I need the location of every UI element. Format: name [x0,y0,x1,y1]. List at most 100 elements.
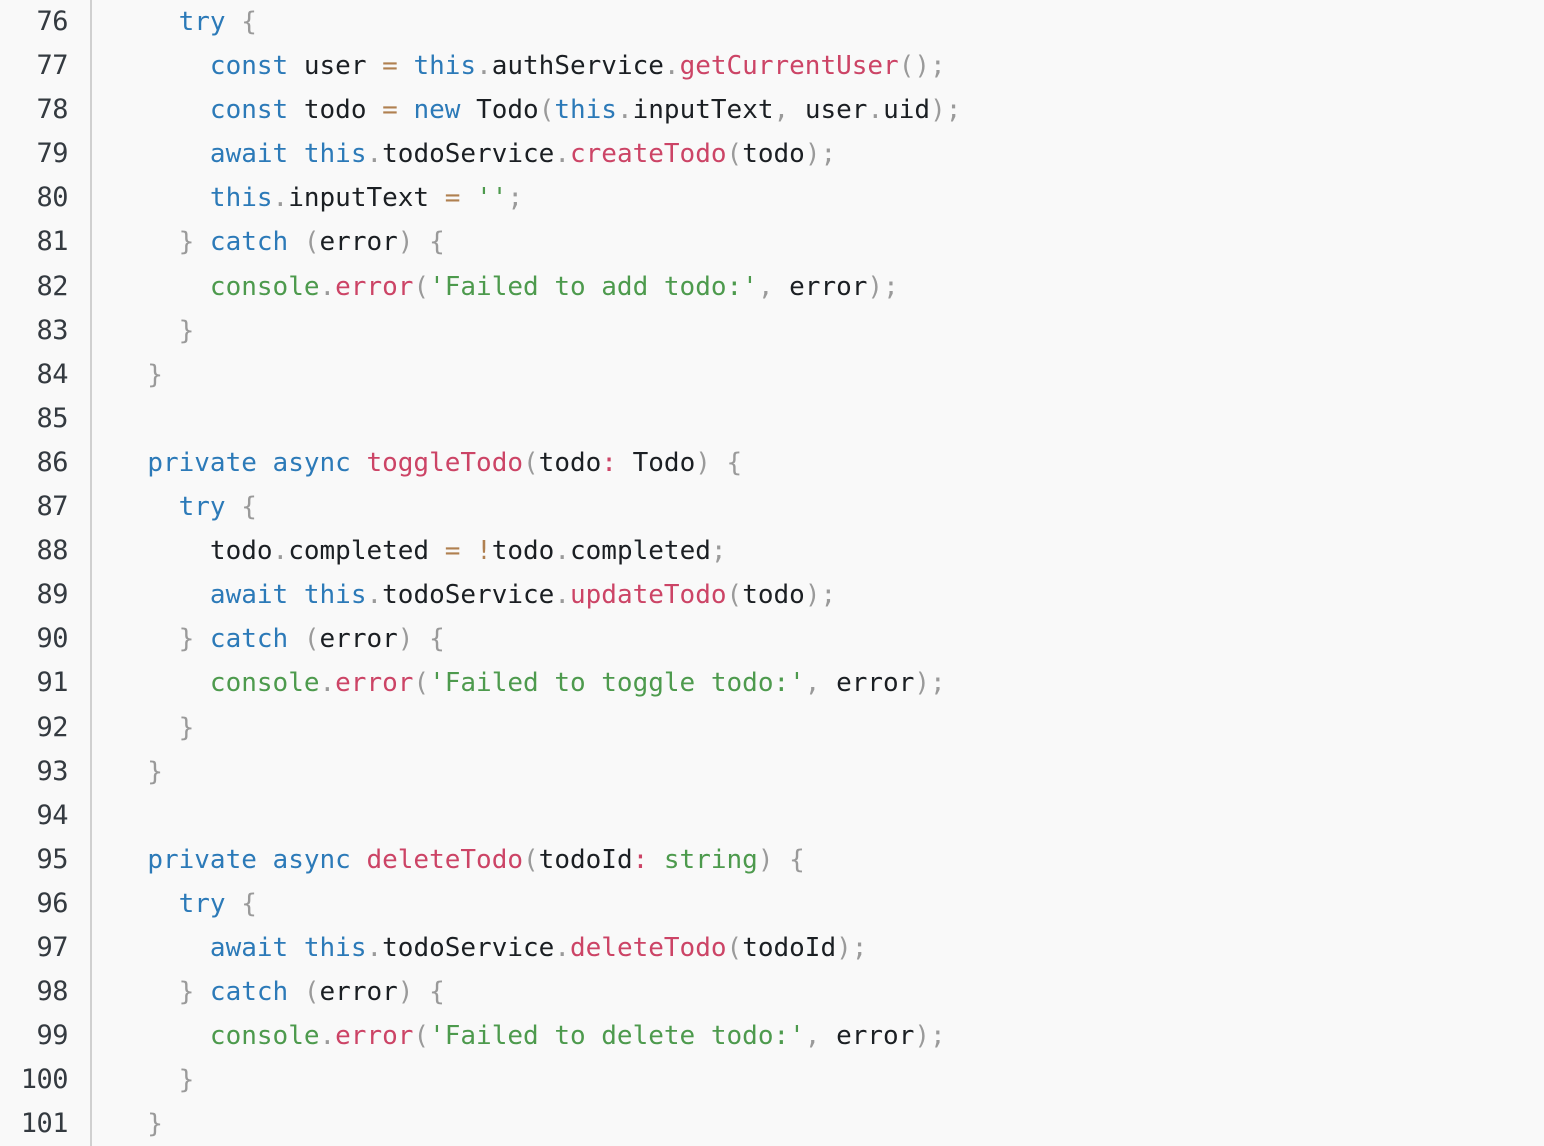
token-dot: . [366,139,383,170]
token-id [429,536,445,566]
token-kw: catch [209,227,289,258]
token-kw: const [209,95,289,126]
token-pun [116,845,147,875]
token-kw: this [303,139,367,170]
token-id: todoService [382,580,555,611]
token-pun: ( [523,447,539,478]
code-line[interactable]: console.error('Failed to delete todo:', … [116,1014,1544,1058]
code-line[interactable]: try { [116,485,1544,529]
token-dot: . [867,95,884,126]
token-id [288,977,304,1007]
token-id [460,536,476,566]
token-dot: . [554,932,570,963]
token-id: error [789,271,868,302]
token-pun [116,183,210,213]
line-number: 89 [36,579,68,611]
token-pun [116,95,210,125]
token-id: todoService [382,139,555,170]
line-number: 92 [36,711,68,743]
token-kw: try [178,7,226,37]
code-line[interactable]: try { [116,882,1544,926]
code-line[interactable]: await this.todoService.createTodo(todo); [116,132,1544,176]
code-line[interactable]: } [116,750,1544,794]
line-number: 97 [36,931,68,963]
token-pun [116,272,210,302]
line-number: 91 [36,667,68,699]
line-number: 90 [36,623,68,655]
token-pun: (); [898,51,946,82]
token-dot: . [554,580,570,611]
line-number: 80 [36,182,68,214]
token-pun: } [116,756,163,787]
code-line[interactable]: this.inputText = ''; [116,176,1544,220]
line-number: 101 [20,1108,69,1140]
token-str: console [209,271,320,302]
token-pun [116,1021,210,1051]
code-line[interactable] [116,794,1544,838]
token-id: completed [288,536,430,567]
code-line[interactable]: console.error('Failed to add todo:', err… [116,265,1544,309]
line-number: 78 [36,94,68,126]
code-line[interactable]: } [116,1102,1544,1146]
code-line[interactable]: private async toggleTodo(todo: Todo) { [116,441,1544,485]
code-line[interactable]: } [116,353,1544,397]
token-dot: . [366,932,383,963]
token-id [288,139,304,169]
token-kw: this [303,932,367,963]
token-pun: } [116,624,210,655]
code-line[interactable]: } [116,309,1544,353]
code-line[interactable]: const todo = new Todo(this.inputText, us… [116,88,1544,132]
code-line[interactable]: } [116,1058,1544,1102]
token-pun [116,889,179,919]
token-id: uid [883,95,931,126]
token-id [460,95,476,125]
code-line[interactable]: console.error('Failed to toggle todo:', … [116,661,1544,705]
token-dot: . [272,536,289,567]
token-pun [116,933,210,963]
token-str: 'Failed to delete todo:' [429,1021,805,1052]
token-pun: , [804,668,837,699]
code-line[interactable]: } catch (error) { [116,617,1544,661]
line-number: 86 [36,446,68,478]
token-dot: . [319,668,336,699]
code-line[interactable]: } [116,706,1544,750]
token-str: '' [476,183,508,214]
token-kw: catch [209,624,289,655]
token-op: = [444,536,461,567]
token-kw: catch [209,977,289,1008]
token-id: completed [570,536,711,567]
token-id: todo [742,139,805,170]
token-kw: this [209,183,273,214]
token-pun: ; [710,536,727,567]
token-pun: ); [867,271,899,302]
token-fn: getCurrentUser [679,51,899,82]
code-line[interactable]: const user = this.authService.getCurrent… [116,44,1544,88]
token-pun: ( [523,844,539,875]
code-line[interactable] [116,397,1544,441]
token-id: inputText [632,95,774,126]
code-content-area[interactable]: try { const user = this.authService.getC… [92,0,1544,1146]
token-kw: this [303,580,367,611]
line-number: 96 [36,887,68,919]
line-number: 99 [36,1020,68,1052]
code-line[interactable]: await this.todoService.deleteTodo(todoId… [116,926,1544,970]
token-str: 'Failed to add todo:' [429,271,758,302]
line-number: 83 [36,314,68,346]
token-pun: } [116,712,195,743]
code-line[interactable]: } catch (error) { [116,970,1544,1014]
token-id [288,933,304,963]
code-line[interactable]: } catch (error) { [116,220,1544,264]
code-line[interactable]: try { [116,0,1544,44]
token-id: error [319,977,398,1008]
line-number: 95 [36,843,68,875]
token-dot: . [554,139,570,170]
token-id: user [804,95,868,126]
code-line[interactable]: private async deleteTodo(todoId: string)… [116,838,1544,882]
token-fn: error [335,668,414,699]
token-id [429,183,445,213]
token-dot: . [272,183,289,214]
code-line[interactable]: await this.todoService.updateTodo(todo); [116,573,1544,617]
code-line[interactable]: todo.completed = !todo.completed; [116,529,1544,573]
token-op: = [382,51,398,82]
